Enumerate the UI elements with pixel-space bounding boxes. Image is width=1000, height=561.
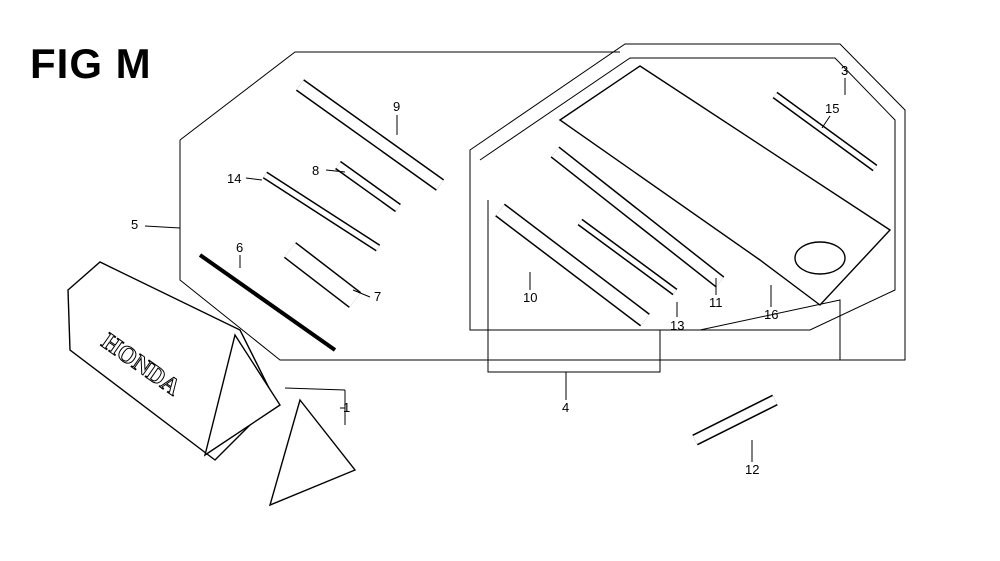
callout-7: 7 <box>374 289 381 304</box>
callout-5: 5 <box>131 217 138 232</box>
callout-8: 8 <box>312 163 319 178</box>
screwdriver-blade-8-inner <box>335 162 401 211</box>
screwdriver-bar-6 <box>198 253 337 352</box>
callout-4: 4 <box>562 400 569 415</box>
wrench-15-inner <box>773 92 877 171</box>
spanner-9-inner <box>296 80 444 190</box>
callout-15: 15 <box>825 101 839 116</box>
leader-lines <box>144 78 846 462</box>
callout-12: 12 <box>745 462 759 477</box>
tool-case-cap <box>268 398 357 507</box>
bag-emblem <box>794 241 846 275</box>
callout-10: 10 <box>523 290 537 305</box>
tool-case-end <box>203 333 281 457</box>
callout-13: 13 <box>670 318 684 333</box>
callout-3: 3 <box>841 63 848 78</box>
figure-title: FIG M <box>30 40 152 87</box>
callout-6: 6 <box>236 240 243 255</box>
callout-9: 9 <box>393 99 400 114</box>
group-outline-5b <box>179 140 905 361</box>
spark-plug-inner <box>692 395 778 445</box>
screwdriver-handle-7-inner <box>284 243 361 307</box>
wrench-13-inner <box>578 219 677 295</box>
group-outline-16 <box>479 57 896 331</box>
callout-1: 1 <box>343 400 350 415</box>
group-outline-3 <box>469 43 906 361</box>
callout-11: 11 <box>709 295 723 310</box>
tool-bag <box>558 65 892 306</box>
group-outline-5 <box>179 51 620 141</box>
callout-16: 16 <box>764 307 778 322</box>
spanner-10-inner <box>496 204 649 326</box>
group-outline-4 <box>487 200 661 373</box>
wrench-14-inner <box>263 172 380 251</box>
rod-11-inner <box>551 147 724 287</box>
callout-14: 14 <box>227 171 241 186</box>
